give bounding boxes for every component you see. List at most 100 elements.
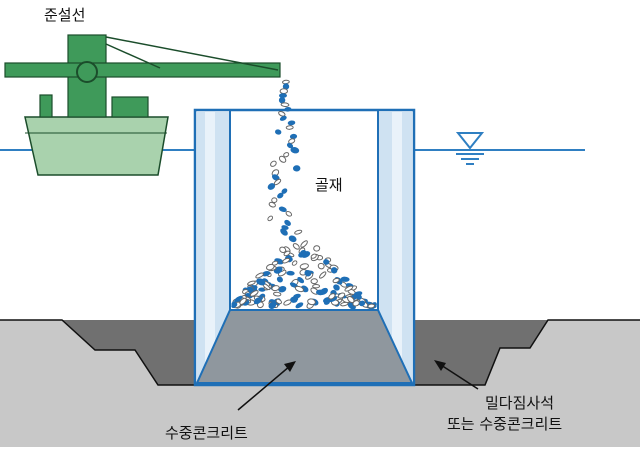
water-level-icon xyxy=(455,132,485,165)
pebble xyxy=(234,295,243,303)
pebble xyxy=(300,249,307,257)
pebble xyxy=(271,285,280,292)
pebble xyxy=(255,272,264,279)
pebble xyxy=(267,215,274,222)
label-aggregate: 골재 xyxy=(315,176,343,194)
pebble xyxy=(323,259,330,265)
pebble xyxy=(286,142,294,149)
label-underwater-concrete: 수중콘크리트 xyxy=(165,424,248,442)
pebble xyxy=(268,201,276,208)
pebble xyxy=(275,298,282,305)
label-ship: 준설선 xyxy=(44,6,85,24)
pebble xyxy=(279,246,287,254)
pebble xyxy=(354,293,362,300)
pebble xyxy=(337,292,346,299)
arrow-fill-line xyxy=(440,364,479,390)
ship-cabin-large xyxy=(111,96,149,118)
crane-stay-1 xyxy=(105,36,279,71)
pebble xyxy=(266,263,275,271)
pebble xyxy=(293,165,301,172)
pebble xyxy=(281,188,288,194)
pebble xyxy=(231,302,238,308)
pebble xyxy=(279,93,287,98)
pebble xyxy=(367,303,376,309)
pebble xyxy=(270,160,277,167)
pebble xyxy=(295,302,304,309)
pebble xyxy=(283,152,290,158)
pebble xyxy=(280,102,290,108)
pebble xyxy=(284,106,292,112)
pebble xyxy=(273,291,282,297)
pebble xyxy=(297,276,305,284)
pebble xyxy=(285,210,293,217)
caisson-wall-right-highlight xyxy=(392,112,402,383)
pebble xyxy=(291,260,298,266)
pebble xyxy=(277,192,284,199)
ship-hull xyxy=(24,116,169,176)
pebble xyxy=(347,295,355,304)
pebble xyxy=(292,243,300,250)
pebble xyxy=(344,285,354,292)
arrow-icon xyxy=(237,360,479,411)
caisson-wall-left-highlight xyxy=(205,112,215,383)
pebble xyxy=(307,298,316,306)
caisson xyxy=(193,108,416,387)
crane-stay-2 xyxy=(105,43,161,69)
pebble xyxy=(332,277,340,284)
pebble xyxy=(288,138,296,144)
pebble xyxy=(290,147,300,154)
pebble xyxy=(247,280,256,286)
pebble xyxy=(300,240,308,248)
pebble xyxy=(328,293,336,300)
aggregate-pebbles xyxy=(231,79,377,310)
pebble xyxy=(359,300,366,307)
pebble xyxy=(288,235,297,243)
pebble xyxy=(278,206,287,213)
ship-cabin-small xyxy=(39,94,53,118)
pebble xyxy=(282,257,291,264)
pebble xyxy=(313,245,321,252)
pebble xyxy=(279,88,288,94)
pebble xyxy=(289,133,298,140)
pebble xyxy=(294,285,305,293)
pebble xyxy=(304,269,312,277)
crane-boom xyxy=(4,62,281,78)
pebble xyxy=(275,129,282,135)
pebble xyxy=(278,110,286,117)
arrow-concrete-head xyxy=(284,361,296,372)
label-rubble-line2: 또는 수중콘크리트 xyxy=(447,415,562,433)
pebble xyxy=(310,253,317,259)
pebble xyxy=(312,283,321,289)
pebble xyxy=(290,298,298,303)
pebble xyxy=(317,262,325,270)
pebble xyxy=(271,197,278,204)
pebble xyxy=(284,219,291,226)
pebble xyxy=(283,250,291,257)
pebble xyxy=(340,301,349,307)
pebble xyxy=(340,276,350,282)
pebble xyxy=(256,278,266,286)
pebble xyxy=(287,120,296,126)
ground-light xyxy=(0,320,640,447)
pebble xyxy=(330,267,338,274)
pebble xyxy=(310,278,318,285)
pebble xyxy=(249,290,259,297)
pebble xyxy=(279,115,287,121)
pebble xyxy=(352,300,360,307)
crane-pivot xyxy=(76,61,98,83)
pebble xyxy=(246,286,254,292)
pebble xyxy=(316,289,325,296)
pebble xyxy=(285,125,294,130)
pebble xyxy=(267,183,276,190)
pebble xyxy=(280,228,288,236)
arrow-concrete-line xyxy=(237,365,291,411)
pebble xyxy=(278,155,287,163)
arrow-fill-head xyxy=(434,360,446,371)
pebble xyxy=(239,297,247,305)
underwater-concrete xyxy=(195,309,414,384)
pebble xyxy=(333,284,340,291)
pebble xyxy=(276,276,283,283)
rubble-left xyxy=(62,320,195,385)
